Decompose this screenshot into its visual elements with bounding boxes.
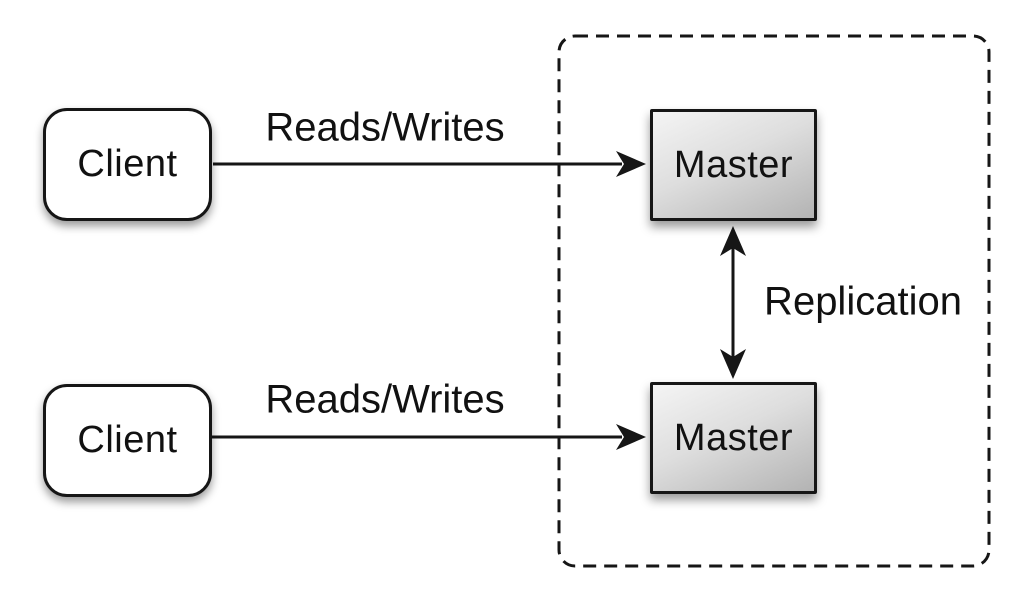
replication-arrow (720, 226, 746, 379)
master-node-1: Master (650, 109, 817, 221)
replication-cluster-boundary (557, 34, 991, 568)
master-node-2-label: Master (673, 416, 794, 459)
client-node-1: Client (43, 108, 212, 221)
master-node-2: Master (650, 382, 817, 494)
master-node-1-label: Master (673, 143, 794, 186)
client-node-1-label: Client (77, 143, 178, 185)
reads-writes-arrow-bottom (212, 424, 646, 450)
reads-writes-label-top: Reads/Writes (265, 105, 505, 150)
replication-label: Replication (764, 279, 962, 324)
reads-writes-arrow-top (213, 151, 646, 177)
client-node-2-label: Client (77, 419, 178, 461)
reads-writes-label-bottom: Reads/Writes (265, 377, 505, 422)
client-node-2: Client (43, 384, 212, 497)
